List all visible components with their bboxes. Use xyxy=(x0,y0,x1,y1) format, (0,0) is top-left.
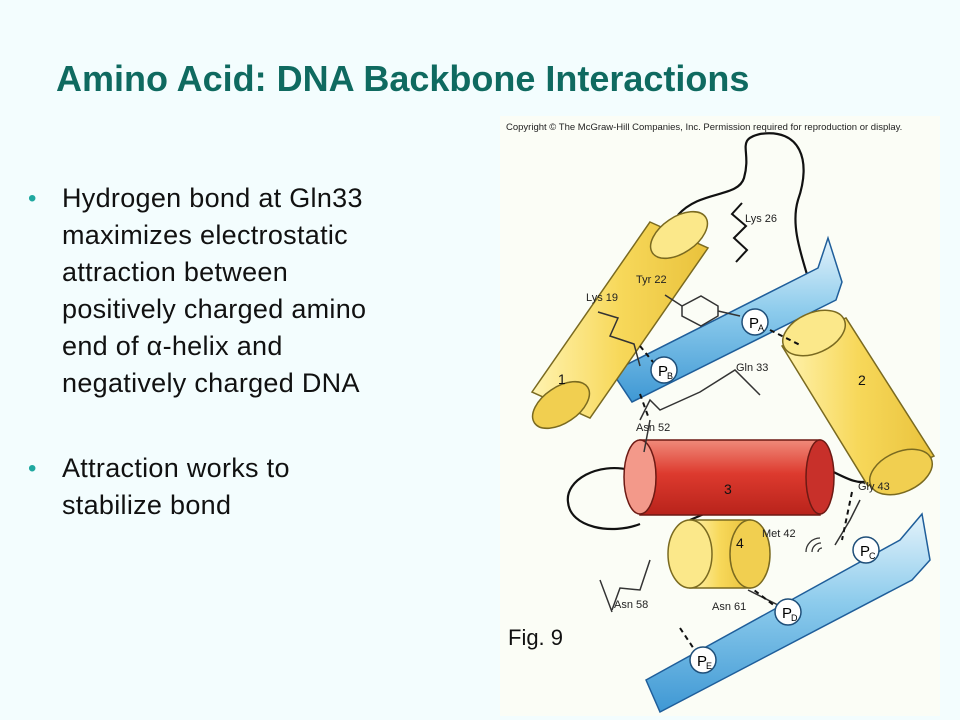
residue-label: Asn 61 xyxy=(712,601,746,613)
figure-label: Fig. 9 xyxy=(508,625,564,650)
bullet-line: Attraction works to xyxy=(62,453,290,483)
phosphate-pe: P E xyxy=(689,646,717,674)
bullet-line: maximizes electrostatic xyxy=(62,220,348,250)
residue-label: Asn 58 xyxy=(614,599,648,611)
loop-top xyxy=(677,132,817,323)
helix-3 xyxy=(623,439,835,516)
lys26-sidechain xyxy=(730,202,749,263)
phosphate-letter: P xyxy=(749,315,759,332)
phosphate-pd: P D xyxy=(774,598,802,626)
phosphate-letter: P xyxy=(860,543,870,560)
helix-label: 2 xyxy=(858,372,866,388)
slide-title: Amino Acid: DNA Backbone Interactions xyxy=(56,58,750,99)
phosphate-letter: P xyxy=(697,653,707,670)
bullet-list: • Hydrogen bond at Gln33 maximizes elect… xyxy=(28,180,498,524)
residue-label: Gly 43 xyxy=(858,481,890,493)
helix-1 xyxy=(530,210,710,430)
phosphate-subscript: E xyxy=(706,661,712,671)
residue-label: Met 42 xyxy=(762,528,796,540)
helix-label: 1 xyxy=(558,371,566,387)
bullet-line: negatively charged DNA xyxy=(62,368,360,398)
phosphate-pc: P C xyxy=(852,536,880,564)
bullet-dot-icon: • xyxy=(28,185,37,212)
residue-label: Lys 19 xyxy=(586,292,618,304)
phosphate-letter: P xyxy=(782,605,792,622)
bullet-item: • Hydrogen bond at Gln33 maximizes elect… xyxy=(28,180,498,402)
bullet-line: stabilize bond xyxy=(62,490,232,520)
phosphate-subscript: B xyxy=(667,371,673,381)
bullet-line: Hydrogen bond at Gln33 xyxy=(62,183,363,213)
helix-label: 3 xyxy=(724,481,732,497)
phosphate-subscript: A xyxy=(758,323,764,333)
copyright-notice: Copyright © The McGraw-Hill Companies, I… xyxy=(506,122,903,133)
loop-left xyxy=(566,467,641,531)
phosphate-letter: P xyxy=(658,363,668,380)
residue-label: Asn 52 xyxy=(636,422,670,434)
met42-wave-icon xyxy=(805,537,823,553)
side-chains xyxy=(597,294,861,613)
hydrogen-bonds xyxy=(639,329,853,653)
residue-label: Gln 33 xyxy=(736,362,768,374)
phosphate-pa: P A xyxy=(741,308,769,336)
helix-4 xyxy=(667,519,771,589)
bullet-line: positively charged amino xyxy=(62,294,367,324)
bullet-dot-icon: • xyxy=(28,455,37,482)
helix-label: 4 xyxy=(736,535,744,551)
bullet-line: end of α-helix and xyxy=(62,331,283,361)
residue-label: Lys 26 xyxy=(745,213,777,225)
phosphate-subscript: C xyxy=(869,551,876,561)
phosphate-subscript: D xyxy=(791,613,798,623)
bullet-line: attraction between xyxy=(62,257,289,287)
bullet-item: • Attraction works to stabilize bond xyxy=(28,450,498,524)
residue-label: Tyr 22 xyxy=(636,274,667,286)
phosphate-pb: P B xyxy=(650,356,678,384)
